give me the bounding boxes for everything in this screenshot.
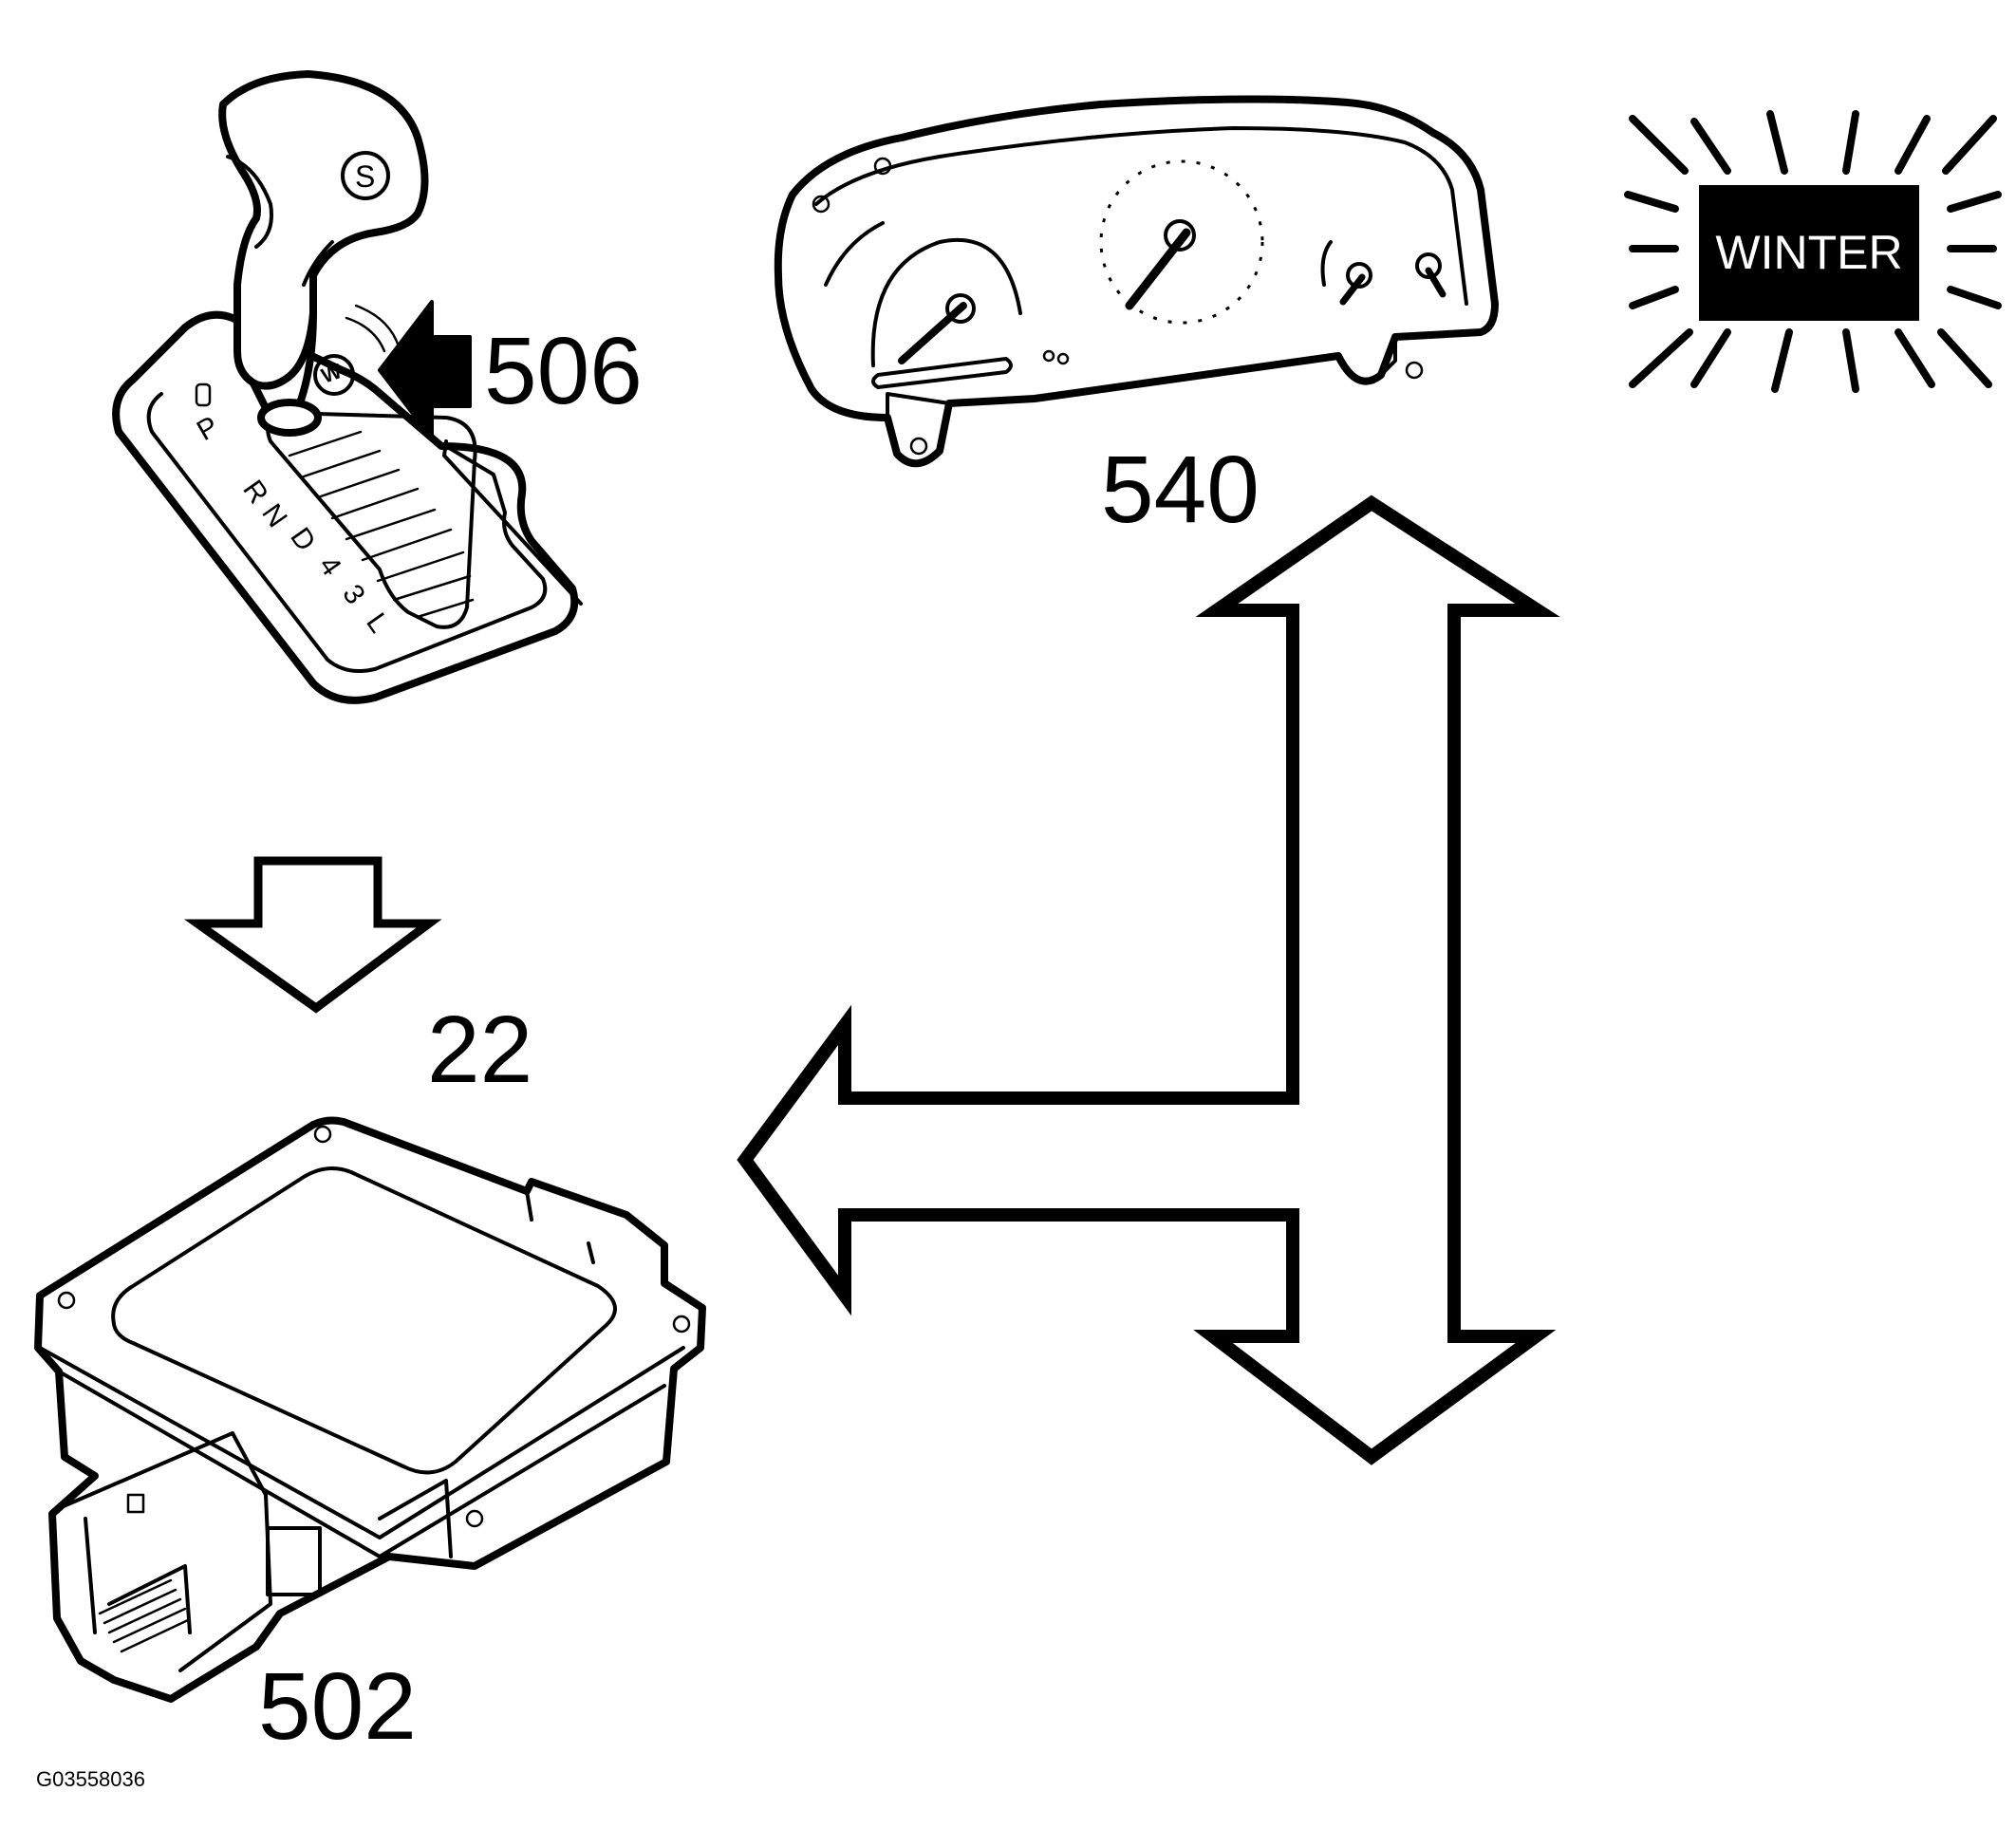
gear-selector-illustration: P R N D 4 3 L S W: [112, 70, 583, 704]
s-button-icon: [341, 151, 390, 200]
down-arrow: [183, 856, 442, 1014]
callout-506: 506: [484, 318, 643, 424]
figure-id: G03558036: [36, 1767, 145, 1791]
winter-indicator: WINTER: [1624, 110, 2002, 393]
indicator-rays: [1624, 110, 2002, 393]
winter-indicator-label: WINTER: [1715, 226, 1902, 279]
callout-540: 540: [1101, 437, 1260, 543]
instrument-cluster-illustration: [774, 95, 1499, 468]
knob-letter-s: S: [355, 159, 375, 194]
gate-ladder: [288, 430, 475, 619]
callout-22: 22: [427, 997, 532, 1103]
control-module-illustration: [34, 1116, 706, 1703]
winter-indicator-box: [1699, 185, 1919, 321]
callout-502: 502: [258, 1653, 417, 1760]
winter-button-icon: [313, 354, 355, 396]
connector-pins: [98, 1578, 190, 1653]
speedometer-dial: [1099, 159, 1264, 325]
gear-indicator-dot: [195, 382, 212, 407]
communication-bus-arrow: [737, 494, 1560, 1465]
pointer-arrow: [378, 300, 472, 440]
